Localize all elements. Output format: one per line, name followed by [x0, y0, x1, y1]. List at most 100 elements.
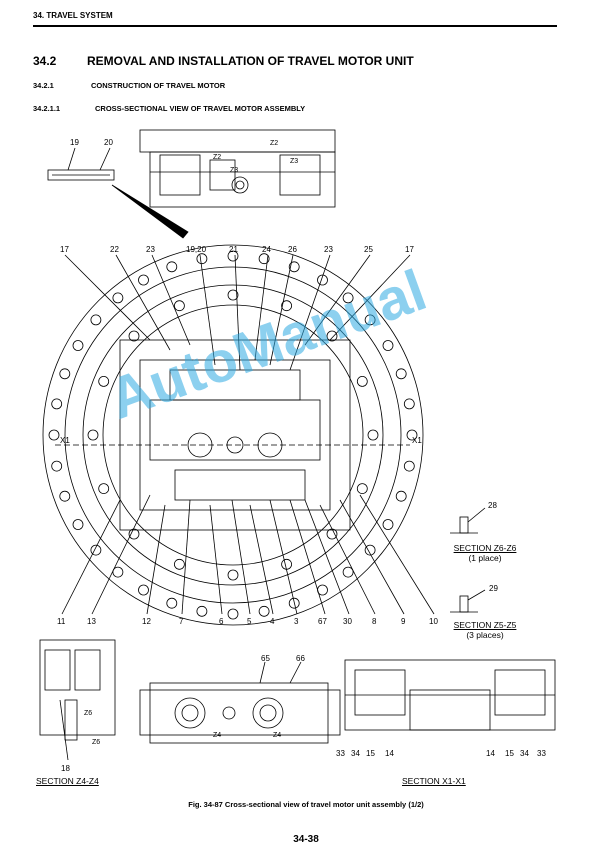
- main-motor-view: [42, 244, 424, 626]
- bolt-hole: [281, 300, 293, 312]
- bolt-hole: [356, 375, 368, 387]
- bolt-hole: [342, 566, 354, 578]
- callout-label: 66: [296, 654, 305, 663]
- callout-label: 7: [179, 617, 184, 626]
- bolt-hole: [326, 330, 338, 342]
- callout-label: 24: [262, 245, 271, 254]
- bolt-hole: [382, 519, 394, 530]
- section-z5-label: SECTION Z5-Z5 (3 places): [440, 620, 530, 640]
- bolt-hole: [128, 330, 140, 342]
- subsection-title: CONSTRUCTION OF TRAVEL MOTOR: [91, 81, 226, 90]
- callout-label: 10: [429, 617, 438, 626]
- section-z6-title: SECTION Z6-Z6: [453, 543, 517, 553]
- bolt-hole: [59, 490, 71, 502]
- section-z5-title: SECTION Z5-Z5: [453, 620, 517, 630]
- bolt-hole: [173, 558, 185, 570]
- bolt-hole: [128, 528, 140, 540]
- bolt-hole: [227, 569, 239, 581]
- part-19-20-drawing: [47, 147, 115, 181]
- bolt-hole: [166, 597, 178, 609]
- zone-label: Z6: [84, 710, 93, 717]
- callout-label: 21: [229, 245, 238, 254]
- header-rule: [33, 25, 557, 27]
- callout-label: 17: [60, 245, 69, 254]
- callout-label: 29: [489, 584, 498, 593]
- callout-label: 65: [261, 654, 270, 663]
- callout-label: 3: [294, 617, 299, 626]
- bolt-hole: [288, 261, 300, 273]
- bolt-hole: [173, 300, 185, 312]
- callout-label: 33: [336, 749, 345, 758]
- section-x1-title: SECTION X1-X1: [402, 776, 466, 786]
- bolt-hole: [196, 605, 208, 617]
- bolt-hole: [367, 429, 379, 441]
- section-marker-x1-left: X1: [60, 436, 70, 445]
- bolt-hole: [227, 289, 239, 301]
- callout-label: 8: [372, 617, 377, 626]
- bolt-hole: [227, 250, 239, 262]
- subsection-heading: 34.2.1 CONSTRUCTION OF TRAVEL MOTOR: [33, 81, 225, 90]
- callout-label: 25: [364, 245, 373, 254]
- bottom-motor-view: [139, 661, 341, 744]
- callout-label: 18: [61, 764, 70, 773]
- bolt-hole: [356, 483, 368, 495]
- bolt-hole: [317, 274, 328, 286]
- bolt-hole: [258, 605, 270, 617]
- bolt-hole: [288, 597, 300, 609]
- bolt-hole: [90, 544, 102, 556]
- zone-label: Z3: [290, 158, 299, 165]
- callout-label: 15: [366, 749, 375, 758]
- callout-label: 13: [87, 617, 96, 626]
- zone-label: Z6: [92, 739, 101, 746]
- bolt-hole: [51, 398, 63, 410]
- bolt-hole: [138, 584, 149, 596]
- bolt-hole: [72, 519, 84, 530]
- callout-label: 22: [110, 245, 119, 254]
- zone-label: Z2: [270, 140, 279, 147]
- bolt-hole: [138, 274, 149, 286]
- bolt-hole: [326, 528, 338, 540]
- bolt-hole: [90, 314, 102, 326]
- callout-label: 67: [318, 617, 327, 626]
- callout-label: 11: [57, 617, 66, 626]
- bolt-hole: [406, 429, 418, 441]
- section-x1-sketch: [344, 659, 556, 731]
- section-title: REMOVAL AND INSTALLATION OF TRAVEL MOTOR…: [87, 54, 414, 68]
- bolt-hole: [196, 253, 208, 265]
- callout-label: 14: [486, 749, 495, 758]
- section-z6-label: SECTION Z6-Z6 (1 place): [440, 543, 530, 563]
- section-z5-sketch: [450, 589, 486, 613]
- zone-label: Z4: [273, 732, 282, 739]
- bolt-hole: [166, 261, 178, 273]
- section-z5-note: (3 places): [466, 630, 504, 640]
- bolt-hole: [227, 608, 239, 620]
- section-number: 34.2: [33, 54, 57, 68]
- bolt-hole: [342, 292, 354, 304]
- subsection-number: 34.2.1: [33, 81, 54, 90]
- bolt-hole: [258, 253, 270, 265]
- callout-label: 14: [385, 749, 394, 758]
- running-header: 34. TRAVEL SYSTEM: [33, 11, 113, 20]
- bolt-hole: [395, 368, 407, 380]
- section-z4-sketch: [39, 639, 116, 761]
- callout-label: 20: [104, 138, 113, 147]
- subsubsection-number: 34.2.1.1: [33, 104, 61, 113]
- bolt-hole: [281, 558, 293, 570]
- callout-label: 17: [405, 245, 414, 254]
- section-marker-x1-right: X1: [412, 436, 422, 445]
- bolt-hole: [403, 398, 415, 410]
- bolt-hole: [382, 340, 394, 351]
- bolt-hole: [48, 429, 60, 441]
- section-z6-sketch: [450, 507, 486, 534]
- subsubsection-title: CROSS-SECTIONAL VIEW OF TRAVEL MOTOR ASS…: [95, 104, 306, 113]
- callout-label: 19,20: [186, 245, 207, 254]
- page-number: 34-38: [293, 834, 319, 845]
- section-z4-title: SECTION Z4-Z4: [36, 776, 99, 786]
- callout-label: 33: [537, 749, 546, 758]
- zone-label: Z2: [213, 154, 222, 161]
- bolt-hole: [98, 375, 110, 387]
- callout-label: 4: [270, 617, 275, 626]
- bottom-leader-lines: [61, 494, 435, 615]
- section-heading: 34.2 REMOVAL AND INSTALLATION OF TRAVEL …: [33, 54, 414, 68]
